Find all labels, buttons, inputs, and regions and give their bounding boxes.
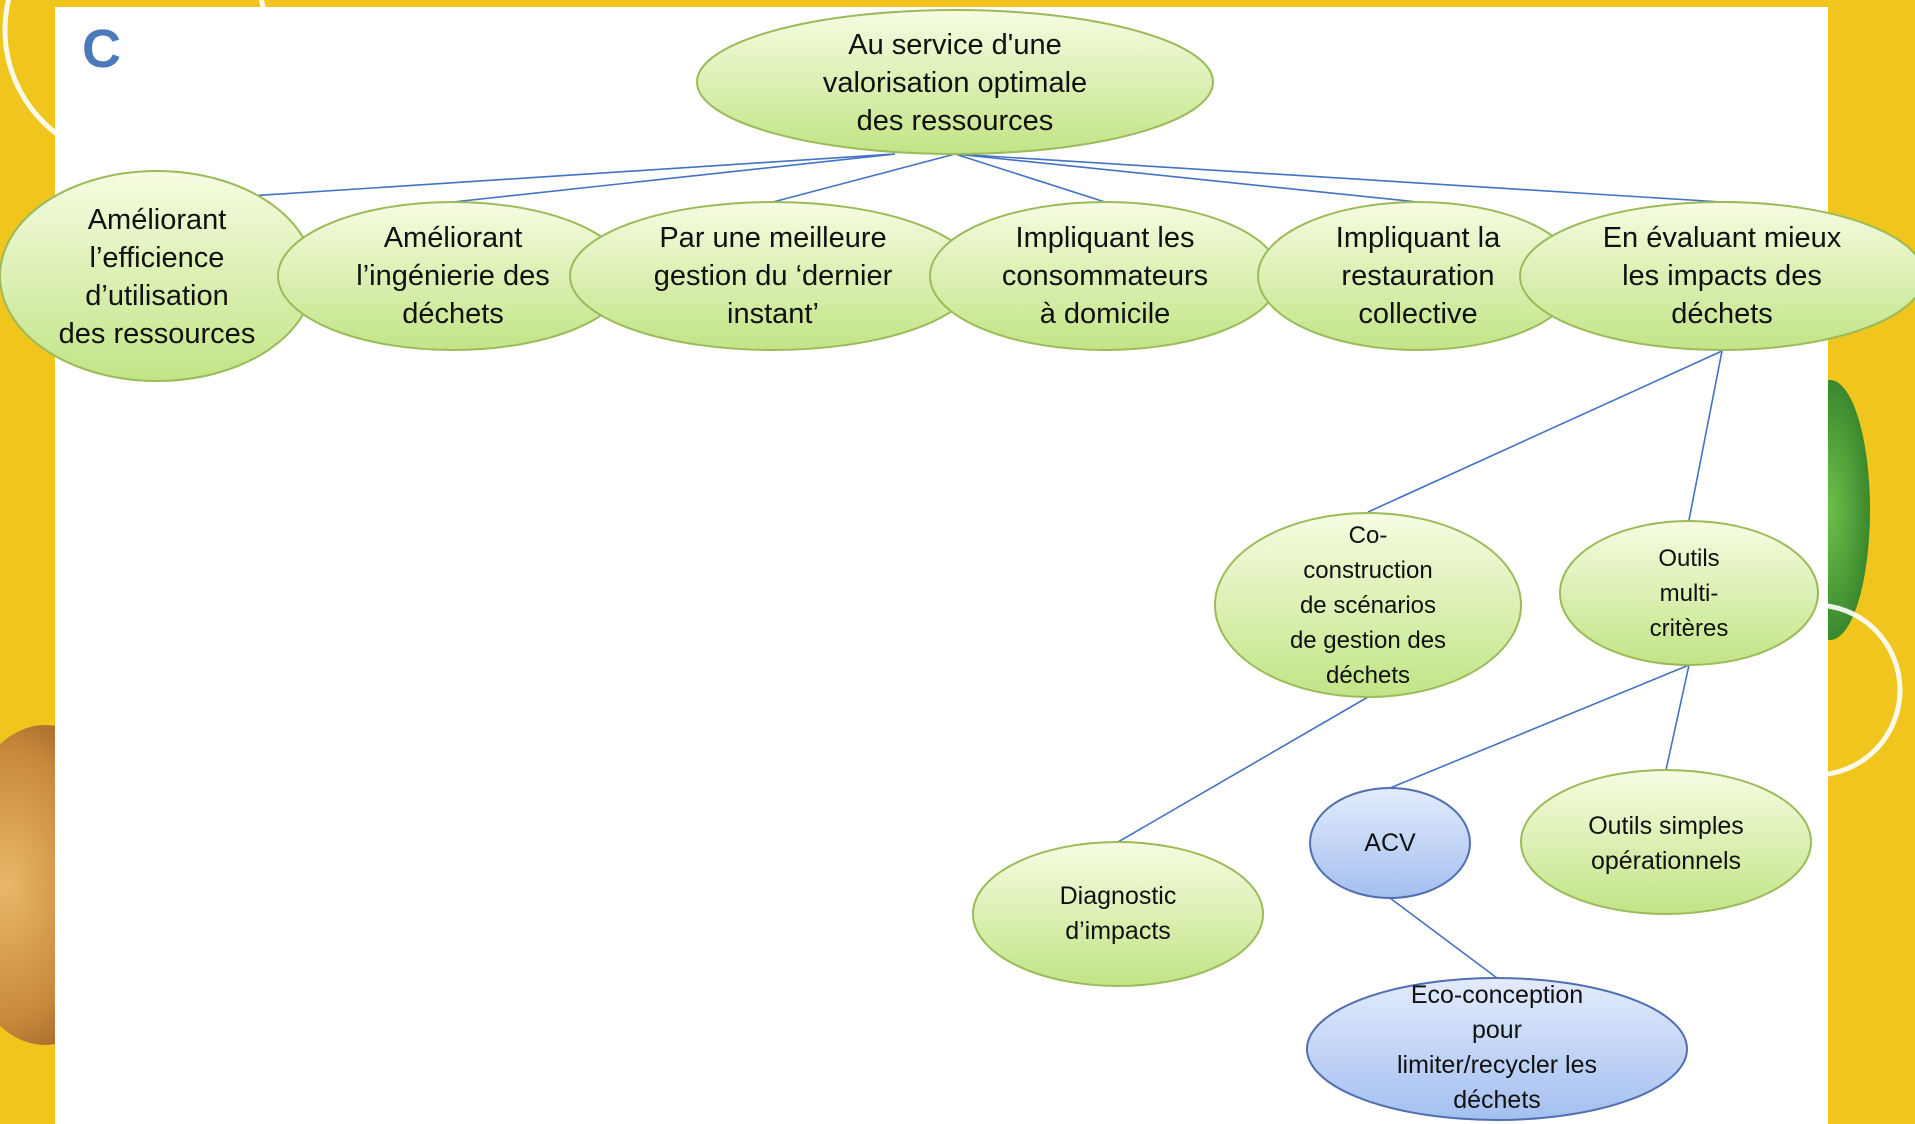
diagram-panel [55, 7, 1828, 1124]
node-b4-ellipse [929, 201, 1281, 351]
connector-b6-outils [1688, 350, 1723, 521]
panel-letter: C [82, 19, 121, 79]
node-root-ellipse [696, 9, 1214, 155]
connector-b6-coconst [1367, 350, 1723, 513]
nodes [0, 9, 1915, 1121]
node-simples-ellipse [1520, 769, 1812, 915]
node-b3-ellipse [569, 201, 977, 351]
node-coconst-ellipse [1214, 512, 1522, 698]
connector-root-b2 [452, 153, 896, 203]
connector-root-b3 [772, 153, 956, 203]
connector-outils-simples [1665, 664, 1690, 771]
connectors [156, 153, 1723, 979]
node-acv-ellipse [1309, 787, 1471, 899]
connector-coconst-diag [1117, 696, 1369, 843]
node-b6-ellipse [1519, 201, 1915, 351]
node-eco-ellipse [1306, 977, 1688, 1121]
connector-root-b4 [954, 153, 1106, 203]
connector-acv-eco [1389, 897, 1498, 979]
connector-root-b1 [156, 153, 896, 203]
connector-root-b6 [954, 153, 1723, 203]
node-diag-ellipse [972, 841, 1264, 987]
node-outils-ellipse [1559, 520, 1819, 666]
connector-root-b5 [954, 153, 1419, 203]
connector-outils-acv [1389, 664, 1690, 789]
node-b1-ellipse [0, 170, 315, 382]
